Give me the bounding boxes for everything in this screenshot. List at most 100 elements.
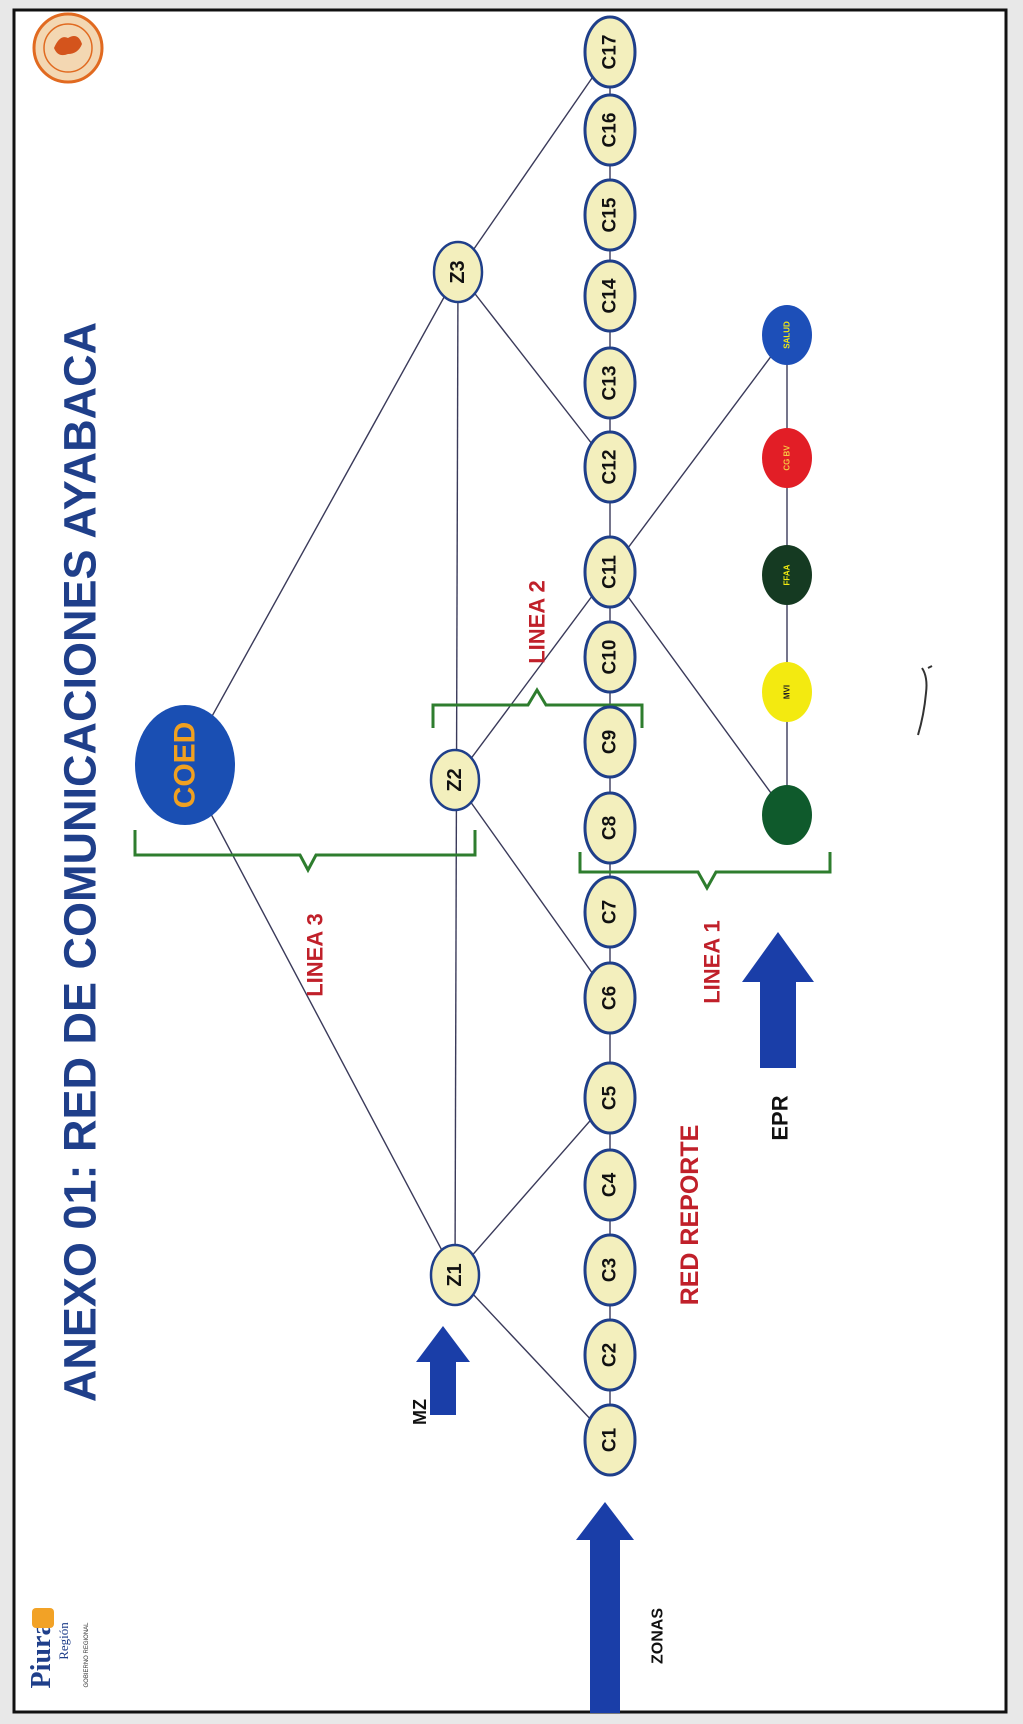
c-label-c9: C9 — [600, 730, 621, 754]
coed-label: COED — [169, 722, 202, 809]
linea1-text: LINEA 1 — [700, 920, 725, 1004]
c-node-c9 — [583, 705, 637, 779]
logo-name: Piura — [26, 1622, 57, 1689]
linea2-bracket — [431, 687, 644, 728]
logo-mark-orange — [32, 1608, 54, 1628]
logo-sub: Región — [56, 1622, 71, 1660]
mz-arrow-head — [416, 1326, 470, 1362]
mz-text: MZ — [410, 1399, 430, 1425]
linea1-label: LINEA 1 — [700, 920, 725, 1004]
zone-label-z2: Z2 — [444, 768, 466, 791]
epr-arrow-head — [742, 932, 814, 982]
logo-mark — [32, 1608, 54, 1628]
c-label-c7: C7 — [600, 900, 621, 924]
linea3-bracket — [133, 830, 477, 874]
entity-node-4 — [762, 428, 812, 488]
c-node-c4 — [583, 1148, 637, 1222]
edge-z2-c6 — [454, 779, 611, 999]
red-reporte-text: RED REPORTE — [676, 1125, 704, 1306]
mz-arrow-icon — [416, 1326, 470, 1415]
entity-node-1 — [762, 785, 812, 845]
zone-label-z3: Z3 — [447, 260, 469, 283]
seal-map-icon — [54, 36, 82, 56]
edge-z3-c17 — [457, 51, 611, 273]
zonas-arrow-head — [576, 1502, 634, 1540]
c-label-c8: C8 — [600, 816, 621, 840]
c-node-c10 — [583, 620, 637, 694]
c-label-c17: C17 — [600, 35, 621, 70]
title-group: ANEXO 01: RED DE COMUNICACIONES AYABACA — [55, 322, 106, 1402]
piura-logo: Piura Región GOBIERNO REGIONAL — [26, 1622, 90, 1689]
coed-node — [135, 705, 235, 825]
linea3-text: LINEA 3 — [303, 913, 328, 997]
c-node-c7 — [583, 875, 637, 949]
zone-node-z3 — [432, 240, 484, 304]
page-frame — [12, 8, 1008, 1714]
c-node-c13 — [583, 346, 637, 420]
diagram-title: ANEXO 01: RED DE COMUNICACIONES AYABACA — [55, 322, 106, 1402]
c-label-c16: C16 — [600, 113, 621, 148]
zone-label-z1: Z1 — [444, 1263, 466, 1286]
c-label-c14: C14 — [600, 278, 621, 313]
edge-c11-salud — [609, 334, 788, 573]
zone-node-z2 — [429, 748, 481, 812]
entity-label-4: CG BV — [783, 445, 792, 471]
c-node-c5 — [583, 1061, 637, 1135]
edge-z1-c5 — [454, 1097, 611, 1276]
brackets — [133, 687, 832, 892]
c-node-c15 — [583, 178, 637, 252]
edge-coed-z3 — [184, 271, 459, 766]
entity-label-3: FFAA — [783, 564, 792, 585]
zonas-label: ZONAS — [650, 1608, 667, 1664]
entity-label-2: MVI — [783, 685, 792, 699]
mz-label: MZ — [410, 1399, 430, 1425]
c-node-c6 — [583, 961, 637, 1035]
zonas-text: ZONAS — [650, 1608, 667, 1664]
c-label-c3: C3 — [600, 1258, 621, 1282]
linea3-label: LINEA 3 — [303, 913, 328, 997]
c-label-c5: C5 — [600, 1085, 621, 1110]
mz-arrow-shaft — [430, 1360, 456, 1415]
linea2-label: LINEA 2 — [525, 580, 550, 664]
c-node-c11 — [583, 535, 637, 609]
entity-label-5: SALUD — [783, 321, 792, 349]
linea1-bracket — [578, 852, 832, 892]
pen-mark — [917, 665, 933, 736]
edge-z1-c1 — [454, 1274, 611, 1441]
epr-text: EPR — [768, 1095, 793, 1140]
epr-arrow-icon — [742, 932, 814, 1068]
edge-z3-c12 — [457, 271, 611, 468]
entity-node-2 — [762, 662, 812, 722]
edge-z2-c11 — [454, 571, 611, 781]
c-label-c4: C4 — [600, 1172, 621, 1197]
entity-node-3 — [762, 545, 812, 605]
seal-inner — [43, 23, 93, 73]
c-node-c17 — [583, 15, 637, 89]
red-reporte-label: RED REPORTE — [676, 1125, 704, 1306]
zonas-arrow-shaft — [590, 1538, 620, 1713]
epr-label: EPR — [768, 1095, 793, 1140]
c-label-c11: C11 — [600, 555, 621, 589]
c-node-c12 — [583, 430, 637, 504]
epr-arrow-shaft — [760, 980, 796, 1068]
logo-caption: GOBIERNO REGIONAL — [84, 1622, 90, 1688]
c-label-c2: C2 — [600, 1343, 621, 1367]
c-label-c6: C6 — [600, 986, 621, 1010]
c-node-c2 — [583, 1318, 637, 1392]
zone-node-z1 — [429, 1243, 481, 1307]
c-label-c1: C1 — [600, 1427, 621, 1452]
c-node-c1 — [583, 1403, 637, 1477]
c-node-c16 — [583, 93, 637, 167]
c-label-c10: C10 — [600, 640, 621, 675]
c-node-c3 — [583, 1233, 637, 1307]
entity-node-5 — [762, 305, 812, 365]
c-label-c13: C13 — [600, 366, 621, 401]
edge-c11-entity1 — [609, 571, 788, 816]
c-label-c12: C12 — [600, 450, 621, 485]
c-node-c8 — [583, 791, 637, 865]
edge-coed-z1 — [184, 764, 456, 1276]
zonas-arrow-icon — [576, 1502, 634, 1713]
c-node-c14 — [583, 259, 637, 333]
